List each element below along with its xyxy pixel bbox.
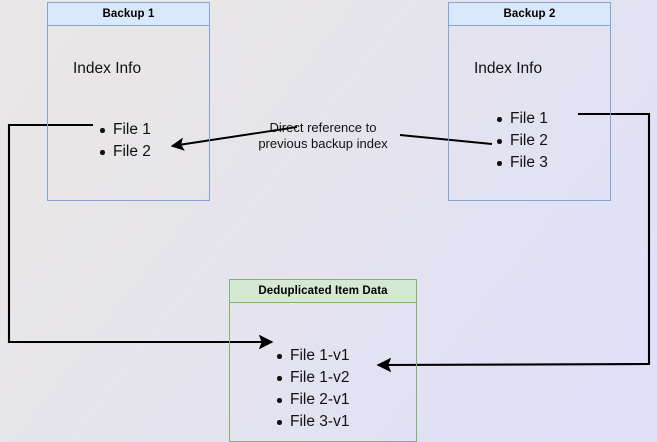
list-item: File 3-v1 [276, 411, 349, 433]
list-item: File 2 [496, 130, 548, 152]
list-item: File 3 [496, 152, 548, 174]
list-item: File 1-v2 [276, 367, 349, 389]
node-backup-1-header: Backup 1 [48, 3, 209, 26]
node-deduplicated-item-data-body: File 1-v1 File 1-v2 File 2-v1 File 3-v1 [230, 303, 416, 441]
node-backup-2[interactable]: Backup 2 Index Info File 1 File 2 File 3 [448, 2, 611, 201]
node-deduplicated-item-data-header: Deduplicated Item Data [230, 280, 416, 303]
edge-label-line-2: previous backup index [258, 136, 388, 151]
list-item: File 1-v1 [276, 345, 349, 367]
edge-label-line-1: Direct reference to [269, 120, 377, 135]
backup-2-file-list: File 1 File 2 File 3 [496, 108, 548, 174]
backup-1-file-list: File 1 File 2 [99, 119, 151, 163]
node-backup-2-body: Index Info File 1 File 2 File 3 [449, 26, 610, 200]
list-item: File 1 [99, 119, 151, 141]
list-item: File 2 [99, 141, 151, 163]
node-backup-2-header: Backup 2 [449, 3, 610, 26]
edge-label-direct-reference: Direct reference to previous backup inde… [248, 120, 398, 152]
node-deduplicated-item-data[interactable]: Deduplicated Item Data File 1-v1 File 1-… [229, 279, 417, 442]
list-item: File 1 [496, 108, 548, 130]
deduplicated-file-list: File 1-v1 File 1-v2 File 2-v1 File 3-v1 [276, 345, 349, 433]
list-item: File 2-v1 [276, 389, 349, 411]
node-backup-1[interactable]: Backup 1 Index Info File 1 File 2 [47, 2, 210, 201]
node-backup-1-body: Index Info File 1 File 2 [48, 26, 209, 200]
backup-2-index-info-label: Index Info [474, 60, 543, 77]
backup-1-index-info-label: Index Info [73, 60, 142, 77]
